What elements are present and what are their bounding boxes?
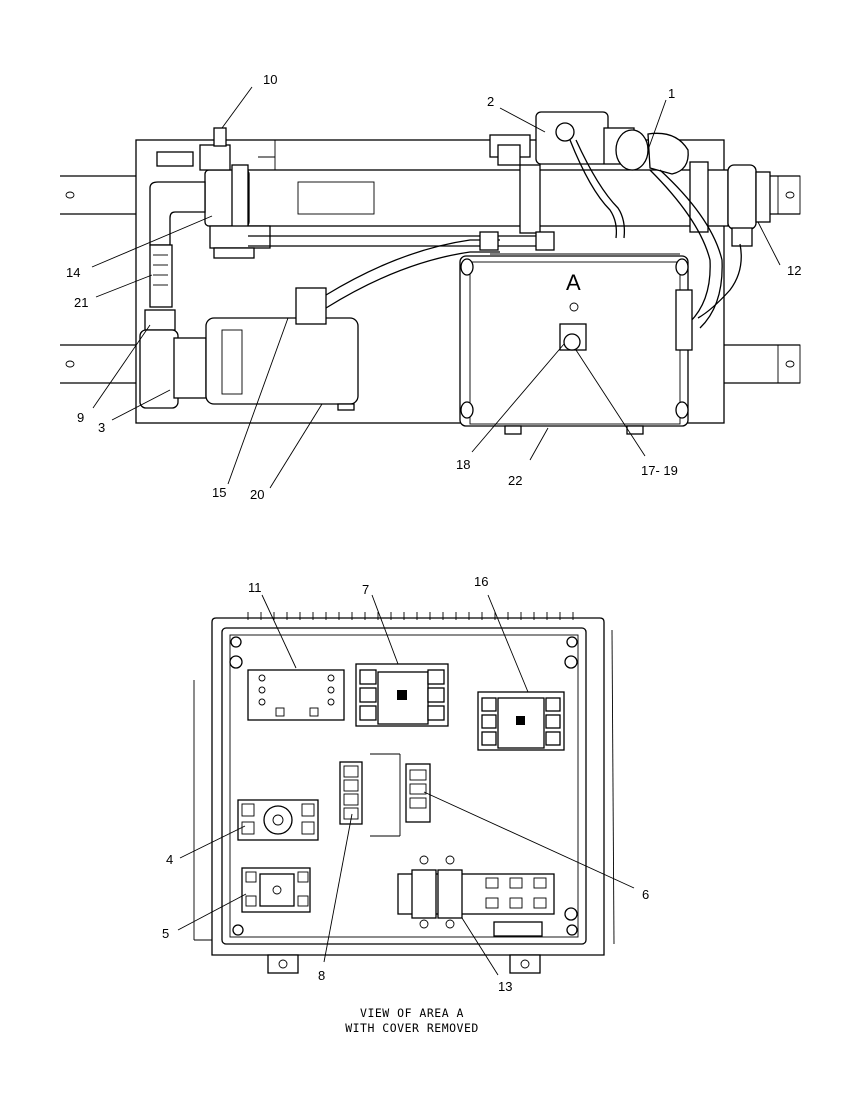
callout-16: 16 [474,574,488,589]
terminal-block-8 [339,753,401,837]
callout-6: 6 [642,887,649,902]
leader-lines-top [91,86,781,489]
pump-motor [139,287,359,411]
callout-7: 7 [362,582,369,597]
control-box-a: A [459,253,693,435]
top-assembly: A 10 2 1 14 [60,72,801,502]
timer-base-4 [237,799,319,841]
relay-socket-5 [241,867,311,913]
callout-22: 22 [508,473,522,488]
callout-4: 4 [166,852,173,867]
callout-13: 13 [498,979,512,994]
caption-line2: WITH COVER REMOVED [345,1021,479,1035]
relay-base-11 [247,669,345,721]
callout-20: 20 [250,487,264,502]
callout-3: 3 [98,420,105,435]
callouts-bottom: 11 7 16 4 5 8 13 6 [162,574,649,994]
callout-14: 14 [66,265,80,280]
area-a-detail: 11 7 16 4 5 8 13 6 VIEW OF AREA A WITH C… [162,574,649,1035]
callout-1: 1 [668,86,675,101]
contactor-16 [477,691,565,751]
area-label: A [566,270,581,295]
callout-8: 8 [318,968,325,983]
heater-tube [247,140,771,247]
callout-11: 11 [248,580,262,595]
callout-9: 9 [77,410,84,425]
callout-12: 12 [787,263,801,278]
valve-assembly [489,111,689,175]
callout-18: 18 [456,457,470,472]
callout-5: 5 [162,926,169,941]
callout-2: 2 [487,94,494,109]
contactor-7 [355,663,449,727]
vent-ticks [240,612,580,620]
left-fittings [149,127,271,308]
callouts-top: 10 2 1 14 21 12 9 3 15 20 18 22 17- 19 [66,72,801,502]
callout-17-19: 17- 19 [641,463,678,478]
terminal-strip-13 [397,855,555,937]
callout-10: 10 [263,72,277,87]
caption-line1: VIEW OF AREA A [360,1006,464,1020]
leader-lines-bottom [177,594,635,976]
callout-21: 21 [74,295,88,310]
mounting-rails [60,175,801,384]
callout-15: 15 [212,485,226,500]
